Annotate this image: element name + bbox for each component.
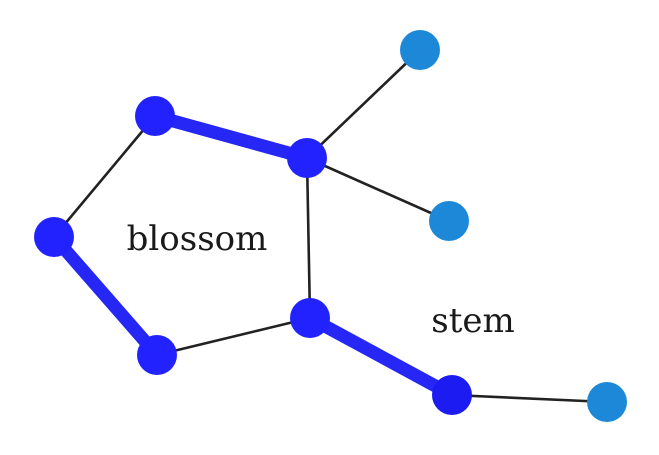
nodes-layer: [34, 30, 627, 422]
blossom-label: blossom: [127, 219, 268, 259]
edge-b-bottom-b-base: [155, 316, 312, 357]
node-b-top: [135, 96, 175, 136]
node-s-mid: [432, 375, 472, 415]
node-leaf-top: [400, 30, 440, 70]
node-b-hub: [287, 138, 327, 178]
edge-s-mid-leaf-end: [450, 393, 609, 404]
node-leaf-end: [587, 382, 627, 422]
matched-edge-b-top-b-hub: [148, 109, 314, 165]
edge-b-hub-b-base: [305, 156, 312, 320]
node-b-left: [34, 217, 74, 257]
matched-edge-b-left-b-bottom: [47, 230, 164, 362]
stem-label: stem: [431, 301, 514, 341]
edge-b-top-b-left: [52, 114, 157, 239]
edges-layer: [47, 48, 609, 404]
edge-b-hub-leaf-top: [305, 48, 422, 160]
node-b-bottom: [137, 335, 177, 375]
node-b-base: [290, 298, 330, 338]
edge-b-hub-leaf-right: [305, 156, 451, 223]
matched-edge-b-base-s-mid: [303, 311, 459, 402]
node-leaf-right: [429, 201, 469, 241]
